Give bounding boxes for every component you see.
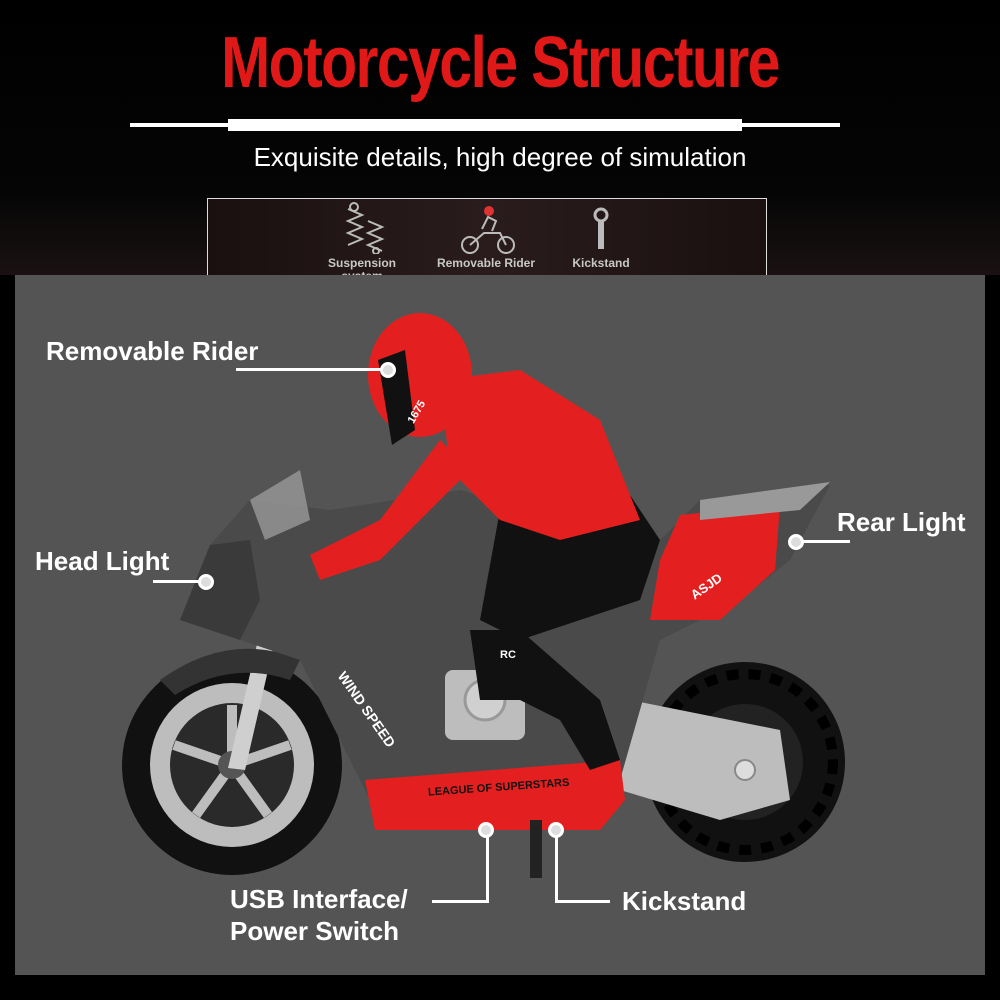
windscreen [250,470,310,540]
swing-arm [620,700,790,820]
page-subtitle: Exquisite details, high degree of simula… [253,142,747,172]
callout-head-light: Head Light [35,546,170,576]
callout-line [555,832,558,902]
title-divider-bold [228,119,742,131]
knee-decal: RC [500,649,516,661]
callout-removable-rider: Removable Rider [46,336,259,366]
callout-line [555,900,610,903]
tail-cowl [650,505,780,620]
callout-dot [548,822,564,838]
callout-line [486,832,489,902]
rider-figure [310,313,660,770]
spring-icon [345,202,385,255]
header-banner: Motorcycle Structure Exquisite details, … [0,0,1000,289]
page-title: Motorcycle Structure [221,23,780,103]
feature-label: Suspension [327,256,396,270]
front-fender [160,648,300,695]
feature-rider: Removable Rider [426,199,546,288]
callout-kickstand: Kickstand [622,886,747,916]
callout-power-switch: Power Switch [230,916,400,946]
rear-axle [734,759,756,781]
callout-dot [788,534,804,550]
feature-label: Removable Rider [436,256,536,270]
feature-label: Kickstand [572,256,630,270]
rider-icon [461,206,515,254]
callout-dot [198,574,214,590]
callout-line [800,540,850,543]
kickstand [530,820,542,878]
kickstand-icon [593,207,609,249]
callout-usb-interface: USB Interface/ [230,884,408,914]
feature-kickstand: Kickstand [558,199,644,288]
callout-rear-light: Rear Light [837,507,966,537]
callout-line [432,900,489,903]
callout-line [153,580,203,583]
callout-dot [478,822,494,838]
callout-line [236,368,386,371]
callout-dot [380,362,396,378]
battery-base [365,760,625,830]
